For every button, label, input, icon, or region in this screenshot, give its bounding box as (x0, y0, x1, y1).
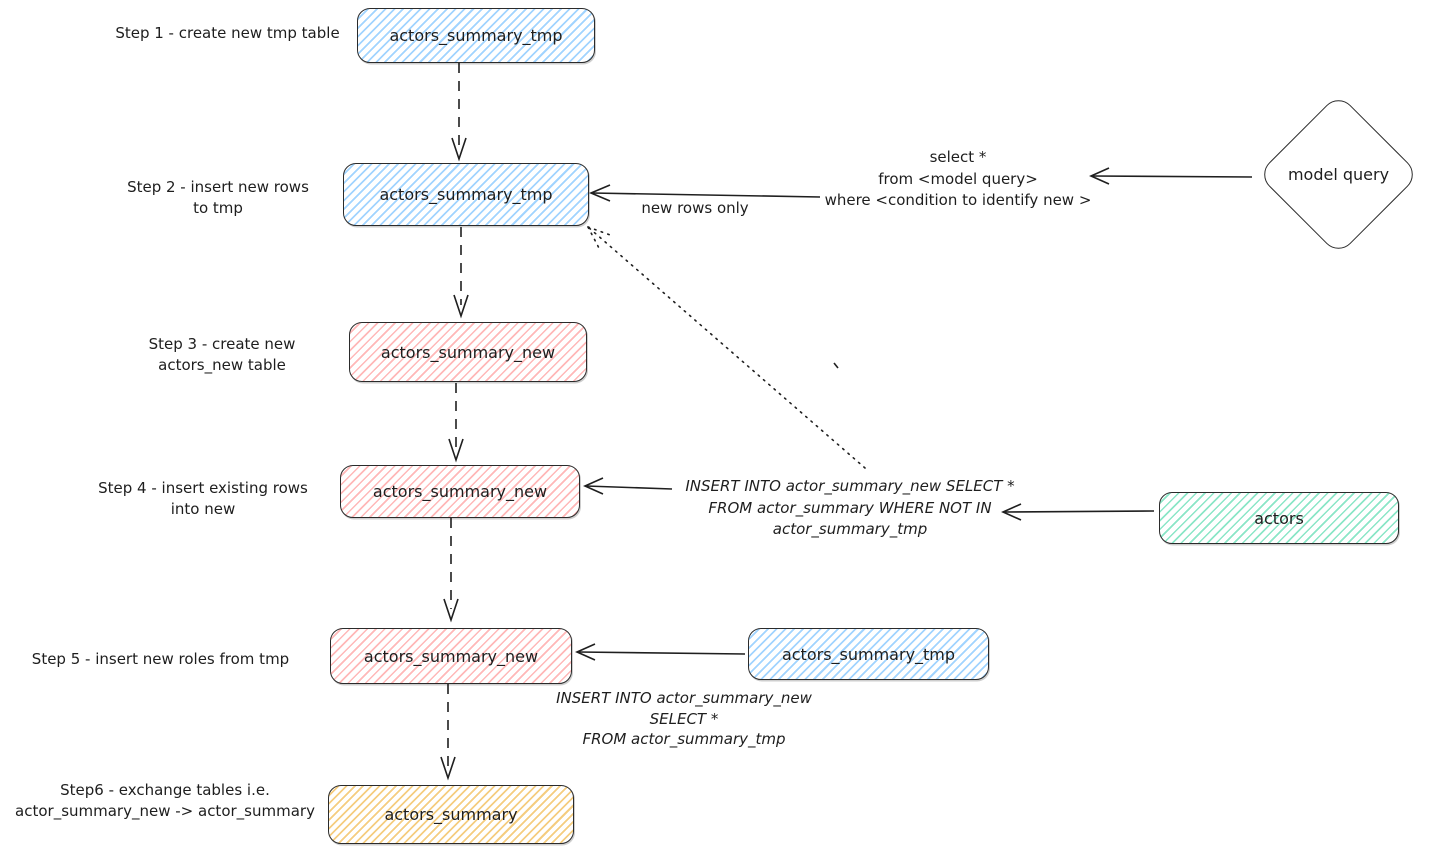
arrow-step1-to-step2 (451, 63, 467, 162)
step1-node: actors_summary_tmp (357, 8, 595, 63)
model-query-diamond: model query (1257, 93, 1420, 256)
annotation-insert-existing: INSERT INTO actor_summary_new SELECT * F… (685, 477, 1015, 538)
tmp-source-node: actors_summary_tmp (748, 628, 989, 680)
step4-node: actors_summary_new (340, 465, 580, 518)
actors-node: actors (1159, 492, 1399, 544)
arrow-dotted-insert-to-step2 (587, 226, 866, 469)
step5-node: actors_summary_new (330, 628, 572, 684)
step4-label: Step 4 - insert existing rows into new (98, 479, 308, 518)
annotation-insert-from-tmp: INSERT INTO actor_summary_new SELECT * F… (556, 689, 812, 748)
arrow-step4-to-step5 (443, 518, 459, 623)
step3-label: Step 3 - create new actors_new table (148, 335, 296, 374)
arrow-tmp-to-step5 (575, 643, 746, 661)
step2-node: actors_summary_tmp (343, 163, 589, 226)
arrow-step2-to-step3 (453, 227, 469, 319)
step2-label: Step 2 - insert new rows to tmp (127, 178, 309, 217)
step6-label: Step6 - exchange tables i.e. actor_summa… (15, 781, 315, 820)
arrow-step3-to-step4 (448, 383, 464, 463)
step5-label: Step 5 - insert new roles from tmp (31, 650, 290, 668)
step3-node: actors_summary_new (349, 322, 587, 382)
annotation-model-select: select * from <model query> where <condi… (824, 148, 1092, 209)
step1-label: Step 1 - create new tmp table (115, 24, 340, 42)
stray-mark (833, 362, 839, 369)
arrow-model-query-to-select (1089, 167, 1253, 185)
arrow-insert-existing-to-step4 (583, 477, 673, 495)
step6-node: actors_summary (328, 785, 574, 844)
annotation-new-rows-only: new rows only (641, 199, 749, 217)
arrow-step5-to-step6 (440, 684, 456, 781)
model-query-label: model query (1287, 165, 1390, 184)
